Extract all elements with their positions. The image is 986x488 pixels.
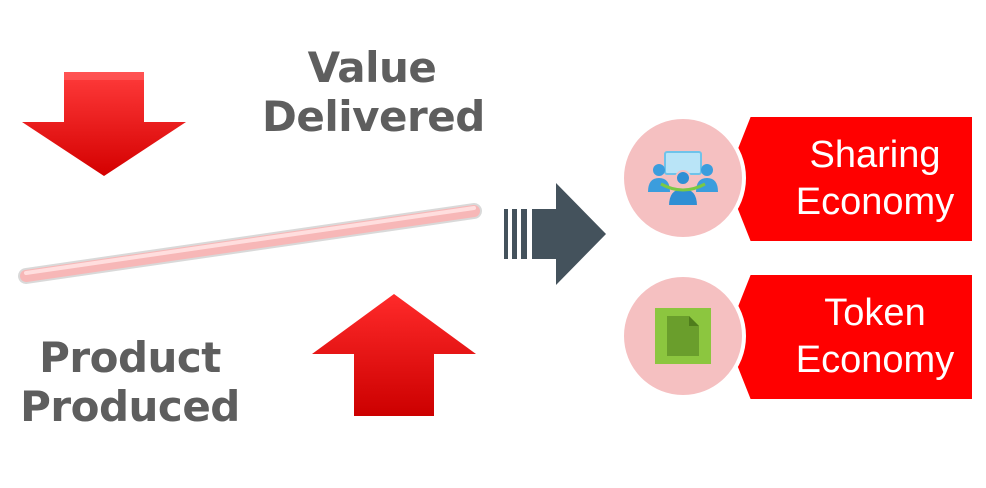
sharing-economy-banner: Sharing Economy [726, 117, 972, 241]
up-arrow-icon [312, 294, 476, 416]
sharing-economy-title: Sharing Economy [795, 133, 955, 223]
token-economy-item: Token Economy [620, 270, 976, 400]
product-produced-label: Product Produced [20, 333, 240, 431]
group-meeting-icon [648, 151, 718, 207]
sharing-economy-badge [620, 115, 746, 241]
down-arrow-icon [22, 72, 186, 176]
token-economy-banner: Token Economy [726, 275, 972, 399]
transition-arrow-icon [504, 183, 606, 285]
token-economy-title: Token Economy [795, 291, 955, 381]
sharing-economy-item: Sharing Economy [620, 112, 976, 242]
value-delivered-label: Value Delivered [262, 43, 485, 141]
document-icon [655, 308, 711, 364]
token-economy-badge [620, 273, 746, 399]
